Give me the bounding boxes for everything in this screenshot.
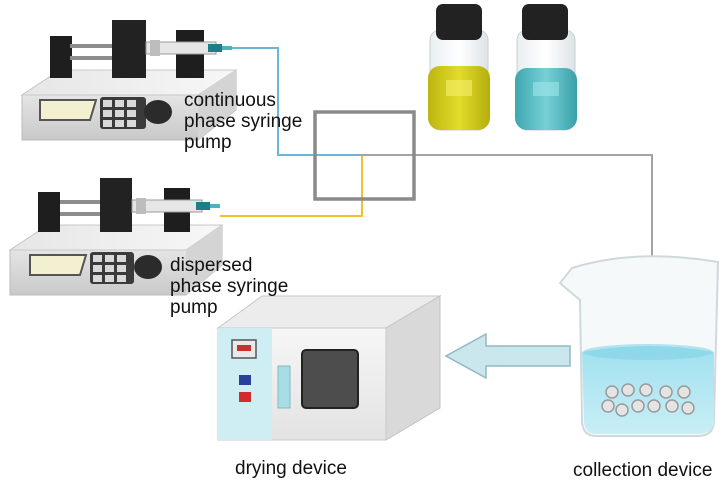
beaker-icon xyxy=(558,255,720,437)
continuous-phase-tube xyxy=(232,47,360,156)
drying-oven-icon xyxy=(216,295,442,441)
microfluidic-chip-icon xyxy=(313,110,416,201)
drying-device-caption: drying device xyxy=(235,458,347,479)
label-line: phase syringe xyxy=(170,276,289,297)
dispersed-phase-tube xyxy=(220,155,363,217)
vial-icon xyxy=(428,4,490,131)
label-line: pump xyxy=(184,132,232,153)
left-arrow-icon xyxy=(444,332,571,380)
label-line: phase syringe xyxy=(184,111,303,132)
label-line: continuous xyxy=(184,90,276,111)
dispersed-phase-syringe-pump-icon xyxy=(8,178,224,296)
collection-device-caption: collection device xyxy=(573,460,713,481)
vial-icon xyxy=(515,4,577,131)
continuous-phase-syringe-pump-icon xyxy=(20,20,238,141)
continuous-pump-label: continuous phase syringe pump xyxy=(184,90,302,153)
dispersed-pump-label: dispersed phase syringe pump xyxy=(170,255,288,318)
label-line: dispersed xyxy=(170,255,253,276)
label-line: pump xyxy=(170,297,218,318)
